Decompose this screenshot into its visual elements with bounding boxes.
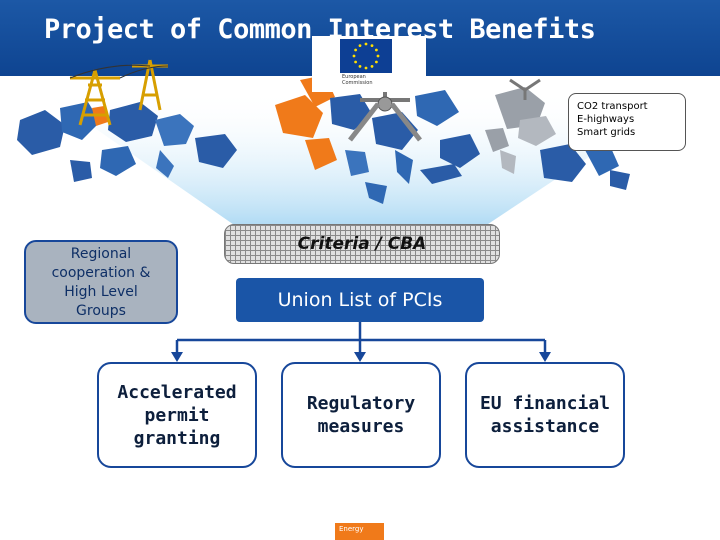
legend-item-smartgrids: Smart grids <box>577 127 636 138</box>
eu-financial-assistance-box: EU financial assistance <box>465 362 625 468</box>
legend-box: CO2 transport E-highways Smart grids <box>568 93 686 151</box>
regional-cooperation-box: Regional cooperation & High Level Groups <box>24 240 178 324</box>
criteria-cba-box: Criteria / CBA <box>224 224 500 264</box>
arrow-financial <box>539 352 551 362</box>
energy-footer-tag: Energy <box>335 523 384 540</box>
legend-item-ehighways: E-highways <box>577 114 635 125</box>
union-list-box: Union List of PCIs <box>236 278 484 322</box>
map-center <box>275 75 480 204</box>
logo-text: European Commission <box>342 74 373 86</box>
power-pylons <box>69 59 169 126</box>
regulatory-measures-box: Regulatory measures <box>281 362 441 468</box>
arrow-permit <box>171 352 183 362</box>
map-left <box>17 102 237 182</box>
map-right <box>485 78 556 174</box>
legend-item-co2: CO2 transport <box>577 101 648 112</box>
european-commission-logo: European Commission <box>312 36 426 92</box>
europe-map-illustration <box>17 59 690 236</box>
eu-flag-icon <box>340 39 392 73</box>
accelerated-permit-box: Accelerated permit granting <box>97 362 257 468</box>
arrow-regulatory <box>354 352 366 362</box>
map-right-blue <box>540 144 630 190</box>
